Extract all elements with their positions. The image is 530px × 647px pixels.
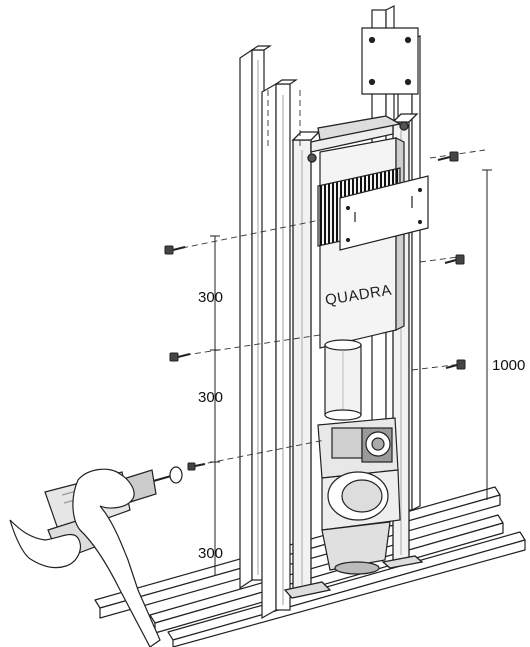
- dimension-1000: 1000: [492, 357, 525, 374]
- actuator-box: [317, 167, 429, 251]
- screw-right-top-icon: [437, 151, 459, 162]
- screw-right-bottom-icon: [445, 359, 466, 370]
- screw-left-bottom-icon: [187, 462, 206, 471]
- drain-connector: [317, 417, 401, 575]
- dimension-300-top: 300: [198, 289, 223, 306]
- screw-left-top-icon: [164, 245, 186, 255]
- top-mounting-plate: [361, 27, 419, 95]
- dimension-lines: [210, 169, 492, 575]
- left-stud-outer: [239, 45, 272, 590]
- hand-lower-icon: [9, 519, 81, 569]
- dimension-300-bottom: 300: [198, 545, 223, 562]
- dimension-300-middle: 300: [198, 389, 223, 406]
- hand-upper-icon: [72, 468, 161, 647]
- alignment-lines: [181, 90, 486, 466]
- screw-right-middle-icon: [444, 254, 465, 265]
- flush-pipe: [324, 339, 362, 421]
- left-stud-inner: [261, 79, 298, 620]
- screw-left-middle-icon: [169, 352, 191, 362]
